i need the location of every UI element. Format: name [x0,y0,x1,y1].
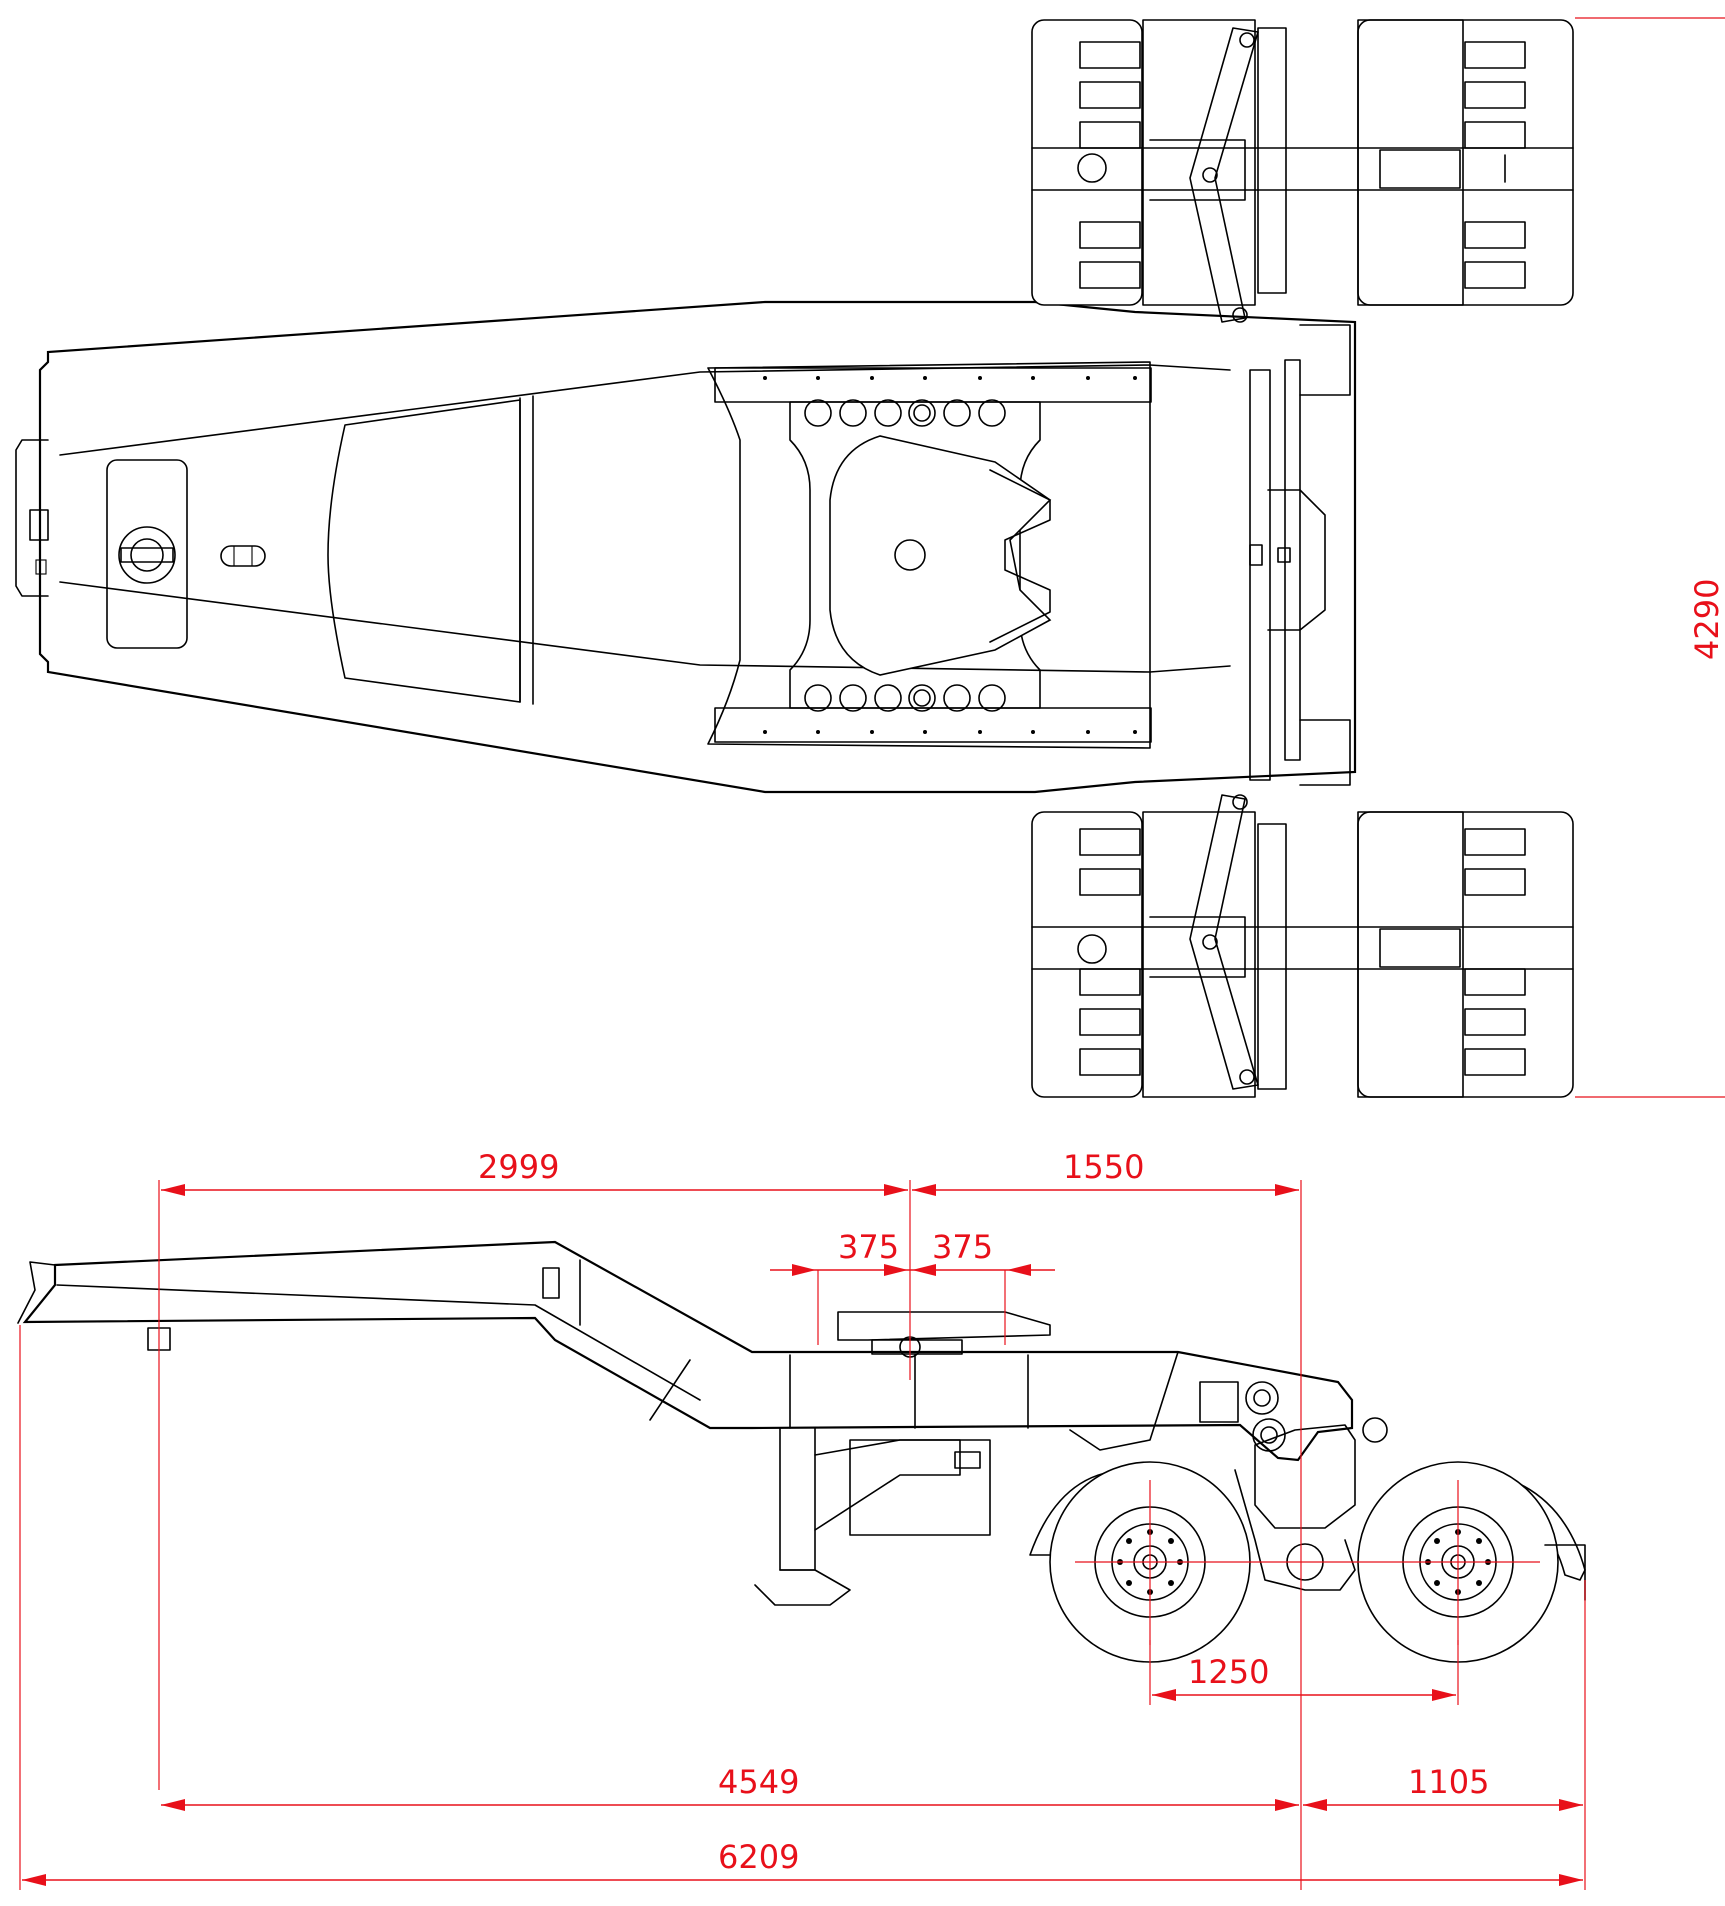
landing-gear [754,1427,991,1606]
fifth-wheel-pin [894,539,926,571]
wheel-group-top [1031,19,1574,323]
steering-bracket [1267,489,1326,631]
rail-bolts [763,376,1137,734]
dim-375-rear: 375 [932,1228,993,1266]
tyre-front-outer [1031,19,1143,306]
dim-1250: 1250 [1188,1653,1269,1691]
dim-1550: 1550 [1063,1148,1144,1186]
dimension-lines: 2999 1550 375 375 1250 4549 1105 620 [19,1148,1586,1890]
side-bellow [1199,1381,1239,1423]
swing-arm-top [1189,27,1259,323]
dim-6209: 6209 [718,1838,799,1876]
side-fifth-wheel [837,1311,1051,1341]
deck-recess [327,399,521,703]
side-view [17,1240,1586,1663]
front-nose [15,439,49,597]
front-hook [17,1261,56,1324]
side-rail-bottom [714,707,1152,743]
dim-overall-width: 4290 [1688,579,1725,660]
dim-4549: 4549 [718,1763,799,1801]
rear-platform [707,361,1151,749]
plate-holes [804,399,1006,712]
frame-outline [38,300,1357,794]
rear-crossmember [1249,369,1271,781]
dim-375-front: 375 [838,1228,899,1266]
side-rail-top [714,367,1152,403]
fifth-wheel [829,435,1052,676]
wheel-group-bottom [1031,794,1574,1098]
dim-2999: 2999 [478,1148,559,1186]
top-view: 4290 [15,17,1725,1098]
front-panel [106,459,188,649]
dim-1105: 1105 [1408,1763,1489,1801]
fifth-wheel-frame [789,401,1041,709]
kingpin-plate [118,526,176,584]
slot-hole [220,545,266,567]
nose-latch [29,509,49,541]
axle-bracket [1254,1424,1356,1529]
gooseneck-deck [22,1240,1354,1462]
